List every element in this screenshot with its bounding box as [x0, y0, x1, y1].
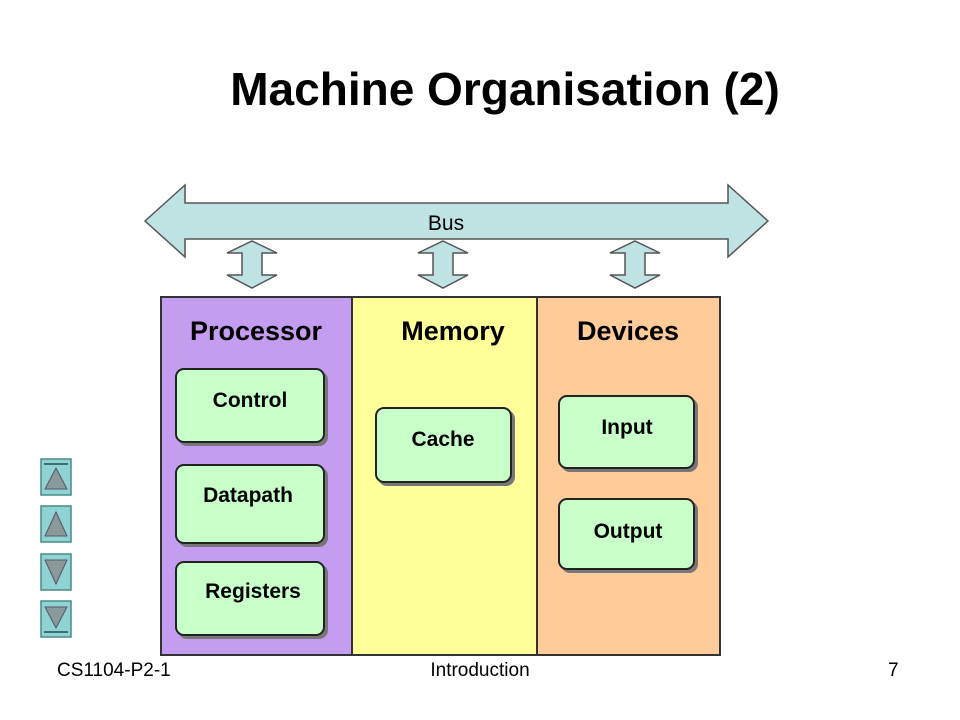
datapath-label: Datapath [203, 484, 293, 507]
cache-label: Cache [411, 428, 474, 451]
processor-label: Processor [190, 316, 323, 346]
devices-panel [536, 296, 721, 656]
bus-label: Bus [428, 212, 464, 235]
registers-label: Registers [205, 580, 301, 603]
registers-box: Registers [175, 561, 325, 636]
first-slide-icon[interactable] [40, 458, 72, 496]
output-box: Output [558, 498, 695, 570]
slide-title: Machine Organisation (2) [230, 63, 780, 115]
cache-box: Cache [375, 407, 512, 483]
devices-bus-connector [609, 240, 661, 289]
bus-arrow [143, 183, 770, 259]
footer-course-code: CS1104-P2-1 [57, 660, 171, 681]
control-box: Control [175, 368, 325, 443]
control-label: Control [213, 389, 288, 412]
devices-label: Devices [577, 316, 679, 346]
input-label: Input [601, 416, 652, 439]
page-number: 7 [888, 660, 899, 681]
processor-bus-connector [226, 240, 278, 289]
memory-label: Memory [401, 316, 505, 346]
input-box: Input [558, 395, 695, 469]
footer-section-title: Introduction [430, 660, 530, 681]
memory-bus-connector [417, 240, 469, 289]
last-slide-icon[interactable] [40, 600, 72, 638]
datapath-box: Datapath [175, 464, 325, 544]
previous-slide-icon[interactable] [40, 505, 72, 543]
next-slide-icon[interactable] [40, 553, 72, 591]
output-label: Output [594, 520, 663, 543]
